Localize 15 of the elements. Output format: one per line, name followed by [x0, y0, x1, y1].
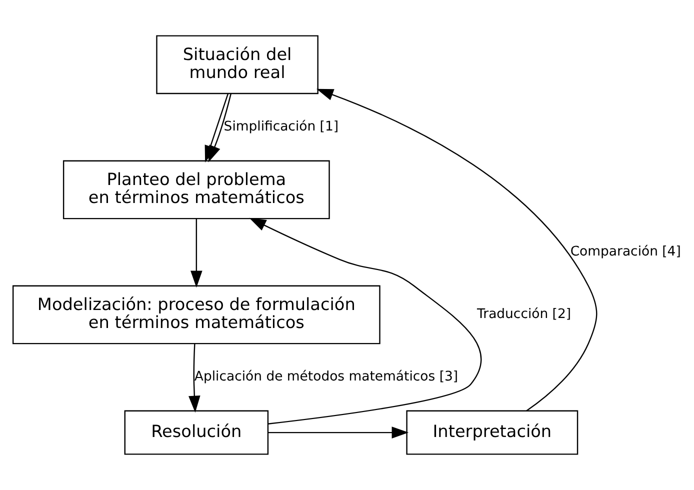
arrow — [316, 88, 598, 412]
edge-label: Comparación [4] — [570, 244, 681, 260]
arrow — [188, 344, 200, 413]
arrow — [208, 94, 232, 162]
arrow — [190, 218, 202, 288]
edge-label: Aplicación de métodos matemáticos [3] — [194, 370, 458, 385]
node-box: Situación del mundo real — [156, 35, 318, 94]
arrow — [268, 426, 409, 438]
arrow — [249, 218, 482, 424]
node-box: Resolución — [124, 410, 269, 455]
node-box: Planteo del problema en términos matemáticos — [62, 160, 330, 220]
node-box: Modelización: proceso de formulación en términos matemáticos — [12, 285, 380, 344]
node-box: Interpretación — [406, 410, 578, 455]
edge-label: Traducción [2] — [477, 307, 572, 322]
edge-label: Simplificación [1] — [224, 120, 339, 135]
